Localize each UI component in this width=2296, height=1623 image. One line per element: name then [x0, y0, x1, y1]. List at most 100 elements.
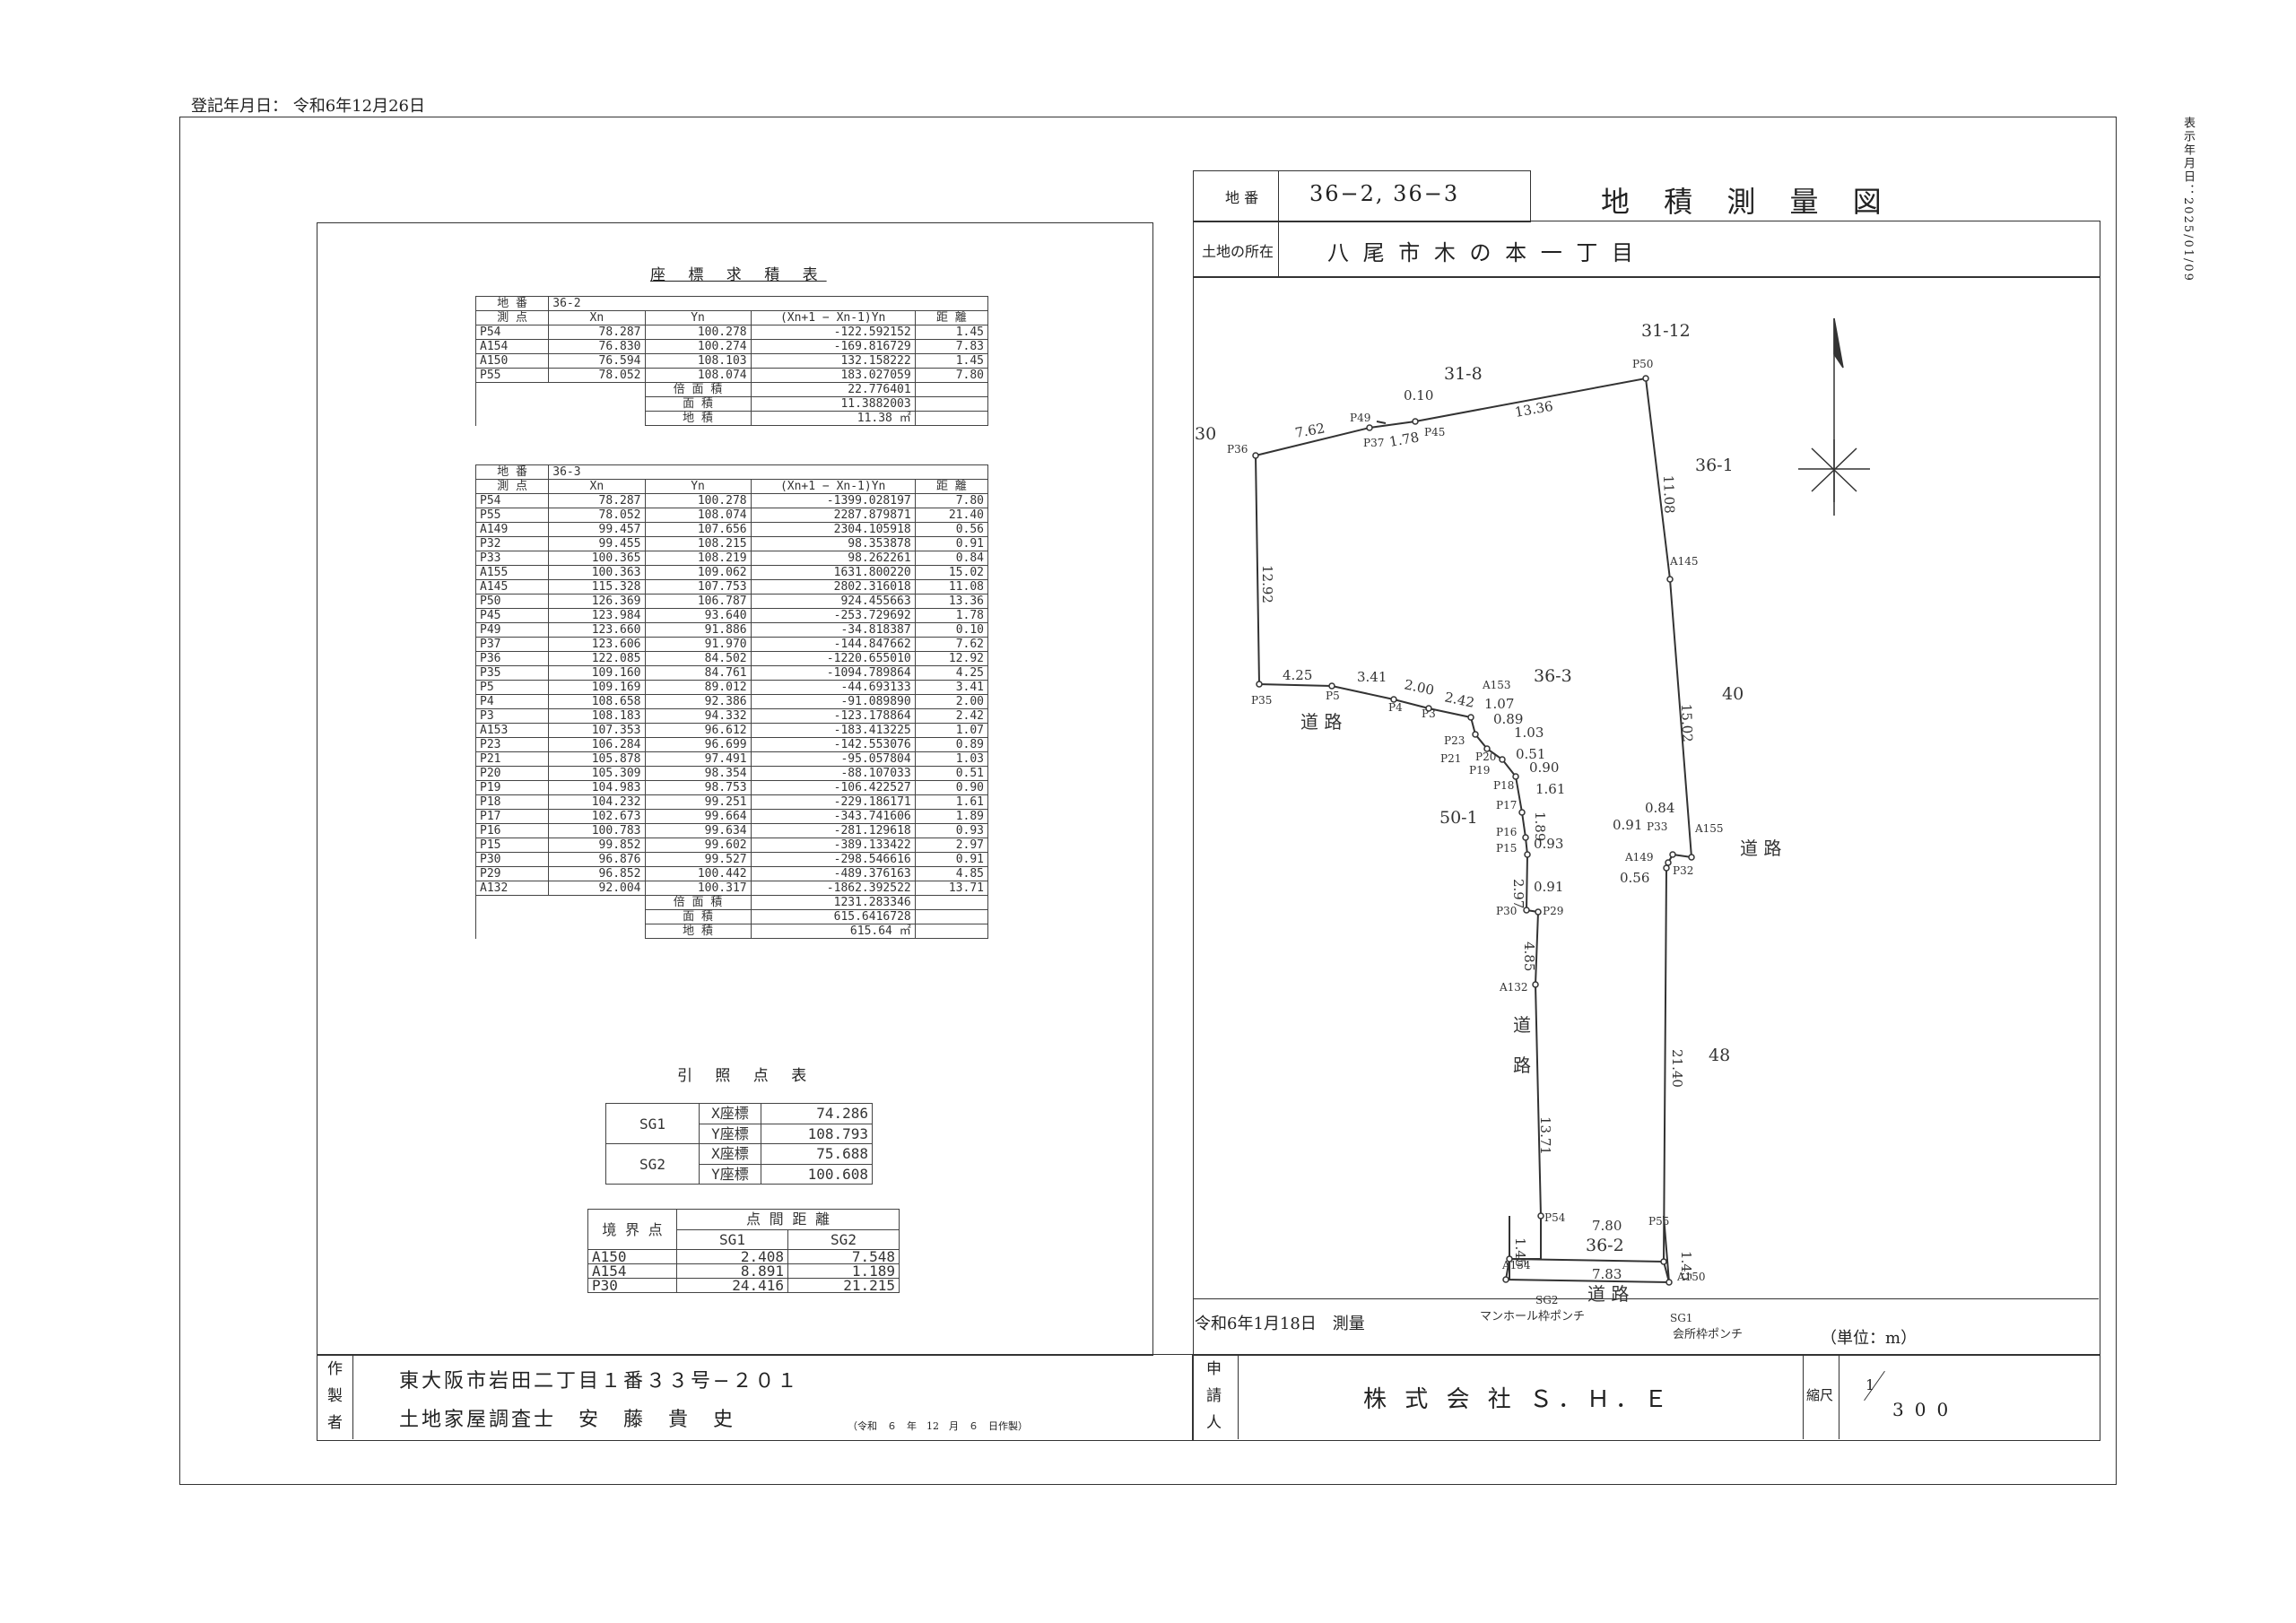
product-cell: -95.057804 [750, 751, 916, 767]
road-label: 路 [1513, 1055, 1531, 1076]
distance-cell: 4.25 [914, 665, 989, 681]
distance-cell: 2.97 [914, 838, 989, 853]
survey-point [1256, 681, 1263, 688]
distance-cell: 0.89 [914, 737, 989, 752]
survey-point [1537, 1212, 1544, 1219]
y-cell: 98.753 [644, 780, 752, 795]
point-cell: A132 [474, 881, 550, 896]
ref-table: SG1 X座標 74.286 Y座標 108.793 SG2 X座標 75.68… [605, 1103, 873, 1185]
y-cell: 99.664 [644, 809, 752, 824]
x-cell: 123.660 [548, 622, 646, 638]
survey-point [1499, 756, 1506, 763]
point-cell: A155 [474, 565, 550, 580]
point-label: P20 [1475, 751, 1496, 763]
parcel-label: 50-1 [1439, 808, 1478, 828]
point-label: P54 [1544, 1211, 1566, 1224]
survey-point [1660, 1258, 1667, 1265]
product-cell: -1862.392522 [750, 881, 916, 896]
point-label: A153 [1482, 679, 1511, 691]
distance-label: 21.40 [1669, 1049, 1685, 1088]
x-cell: 99.455 [548, 536, 646, 551]
distance-cell: 0.91 [914, 536, 989, 551]
header-box: 地 番 36−2, 36−3 地 積 測 量 図 土地の所在 八 尾 市 木 の… [1193, 170, 2100, 278]
point-cell: P29 [474, 866, 550, 881]
scale-numerator: 1 [1866, 1376, 1875, 1393]
point-cell: A154 [474, 339, 550, 354]
scale-label: 縮尺 [1806, 1387, 1834, 1403]
y-cell: 99.527 [644, 852, 752, 867]
distance-label: 0.90 [1529, 759, 1559, 776]
parcel-label: 地 番 [474, 464, 550, 480]
survey-point [1669, 851, 1676, 858]
road-label: 道 [1513, 1014, 1531, 1036]
y-cell: 98.354 [644, 766, 752, 781]
ref-name-sg2: SG2 [605, 1143, 700, 1185]
point-label: P4 [1388, 701, 1403, 714]
point-label: P3 [1422, 707, 1436, 720]
point-label: P5 [1326, 690, 1340, 702]
x-cell: 96.852 [548, 866, 646, 881]
point-label: P35 [1251, 694, 1272, 707]
road-label: 道 路 [1300, 711, 1342, 733]
distance-header: 点 間 距 離 [676, 1209, 900, 1230]
x-cell: 115.328 [548, 579, 646, 595]
summary-label: 倍 面 積 [644, 382, 752, 397]
distance-label: 15.02 [1678, 704, 1695, 743]
survey-date: 令和6年1月18日 測量 [1195, 1315, 1365, 1333]
y-cell: 99.634 [644, 823, 752, 838]
distance-label: 0.10 [1404, 387, 1433, 404]
point-cell: P17 [474, 809, 550, 824]
x-cell: 104.232 [548, 794, 646, 810]
survey-point [1532, 981, 1539, 988]
x-cell: 78.052 [548, 368, 646, 383]
point-label: A145 [1669, 555, 1699, 568]
distance-cell: 1.03 [914, 751, 989, 767]
point-label: P30 [1496, 905, 1517, 917]
distance-label: 0.56 [1620, 870, 1649, 886]
made-date: （令和 ６ 年 12 月 ６ 日作製） [848, 1420, 1028, 1432]
point-label: P50 [1632, 358, 1653, 370]
manhole-label: マンホール枠ポンチ [1480, 1310, 1585, 1324]
x-cell: 78.287 [548, 493, 646, 508]
product-cell: -1094.789864 [750, 665, 916, 681]
distance-label: 1.45 [1512, 1237, 1528, 1267]
point-label: SG1 [1670, 1312, 1692, 1324]
location-label: 土地の所在 [1202, 243, 1274, 260]
product-cell: 2287.879871 [750, 508, 916, 523]
chiban-label: 地 番 [1225, 189, 1259, 206]
point-cell: P54 [474, 493, 550, 508]
x-cell: 99.852 [548, 838, 646, 853]
x-cell: 100.363 [548, 565, 646, 580]
y-cell: 96.699 [644, 737, 752, 752]
point-cell: P18 [474, 794, 550, 810]
distance-cell: 0.51 [914, 766, 989, 781]
ref-table-title: 引 照 点 表 [677, 1067, 816, 1085]
distance-label: 7.80 [1592, 1218, 1622, 1234]
y-cell: 108.074 [644, 368, 752, 383]
survey-point [1390, 696, 1397, 703]
y-cell: 93.640 [644, 608, 752, 623]
summary-value: 615.64 ㎡ [750, 924, 916, 939]
distance-label: 2.00 [1403, 676, 1435, 699]
survey-point [1688, 854, 1695, 861]
applicant-name: 株 式 会 社 Ｓ．Ｈ．Ｅ [1363, 1386, 1674, 1413]
road-label: 道 路 [1587, 1283, 1629, 1305]
survey-point [1502, 1276, 1509, 1283]
survey-point [1328, 682, 1335, 690]
ref-x-label: X座標 [699, 1103, 761, 1124]
sg1-distance: 24.416 [676, 1278, 788, 1293]
ref-y-value: 100.608 [761, 1163, 873, 1185]
point-label: P21 [1440, 752, 1461, 765]
survey-point [1412, 418, 1419, 425]
survey-point [1665, 859, 1672, 866]
